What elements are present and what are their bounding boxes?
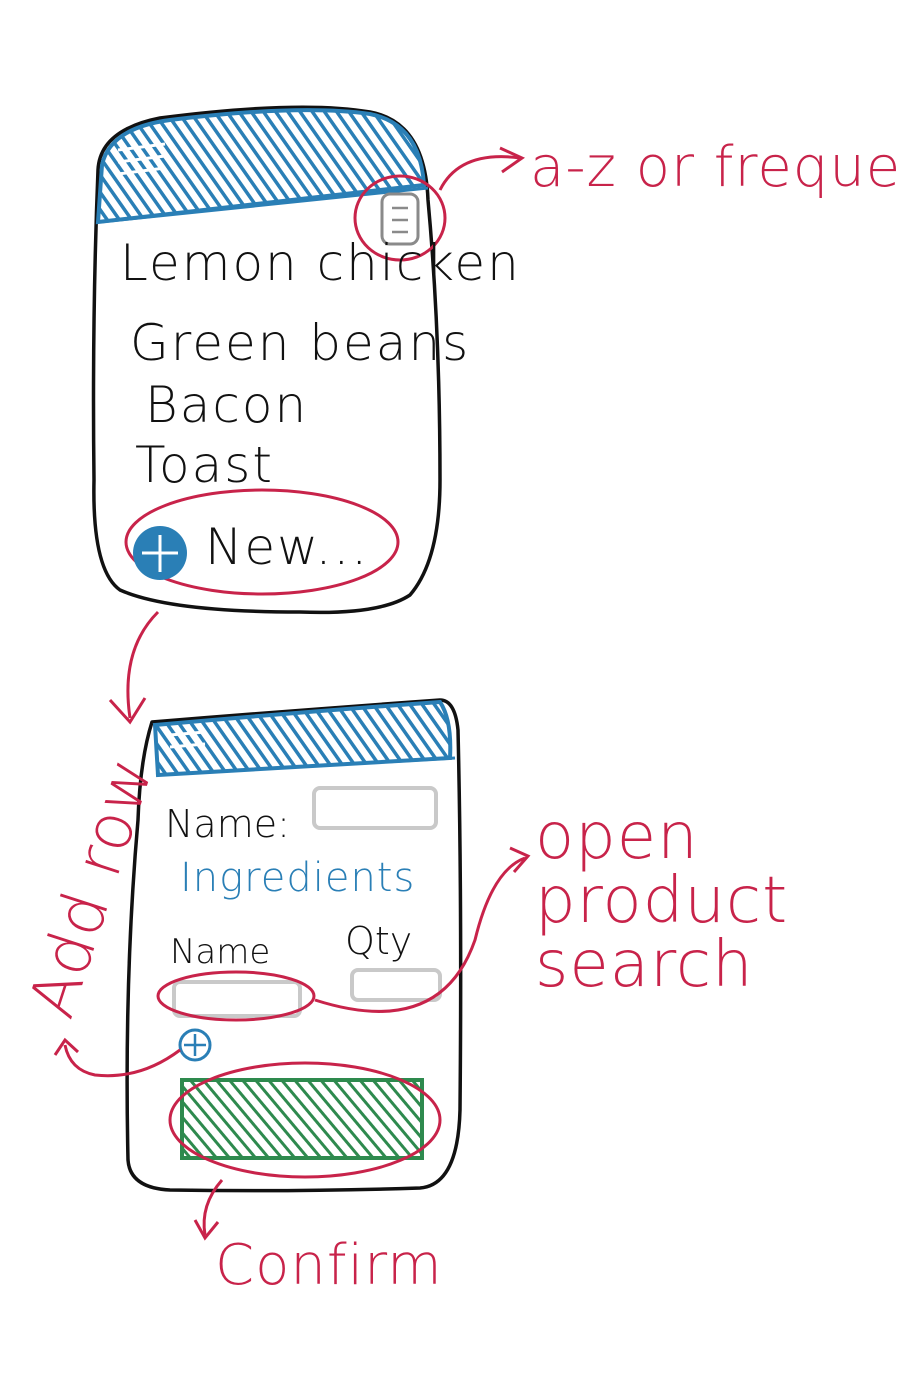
- product-search-annotation-text: open product search: [535, 800, 789, 1002]
- sort-list-icon[interactable]: [380, 192, 420, 246]
- confirm-annotation-circle: [168, 1061, 442, 1179]
- confirm-button[interactable]: [180, 1078, 424, 1160]
- sort-annotation-circle: [353, 174, 447, 262]
- confirm-annotation-text: Confirm: [215, 1233, 443, 1298]
- new-item-label[interactable]: New...: [205, 518, 370, 576]
- screen1-phone: [91, 105, 442, 615]
- recipe-name-label: Name:: [165, 802, 290, 846]
- list-item-2[interactable]: Green beans: [130, 314, 471, 372]
- confirm-arrowhead: [193, 1219, 220, 1241]
- ingredient-qty-field[interactable]: [350, 968, 442, 1002]
- add-row-arrowhead: [53, 1037, 80, 1056]
- list-item-1[interactable]: Lemon chicken: [120, 234, 521, 292]
- new-annotation-circle: [124, 488, 400, 596]
- add-row-arrow: [63, 1044, 181, 1078]
- flow-arrow: [126, 610, 160, 719]
- product-search-arrow: [314, 856, 526, 1013]
- ingredient-qty-header: Qty: [345, 919, 413, 963]
- product-search-arrowhead: [509, 846, 531, 873]
- add-new-button-icon[interactable]: [133, 526, 187, 580]
- ingredient-name-header: Name: [170, 932, 271, 972]
- ingredient-name-field[interactable]: [172, 980, 302, 1018]
- sort-annotation-arrow: [438, 155, 521, 191]
- confirm-arrow: [202, 1179, 224, 1236]
- flow-arrowhead: [108, 697, 147, 725]
- recipe-name-field[interactable]: [312, 786, 438, 830]
- sort-arrowhead: [499, 146, 526, 174]
- screen2-header: [152, 699, 456, 778]
- list-item-3[interactable]: Bacon: [145, 376, 309, 434]
- add-row-button-icon[interactable]: [178, 1028, 212, 1062]
- screen2-phone: [125, 698, 463, 1193]
- ingredient-annotation-circle: [156, 970, 316, 1022]
- ingredients-title: Ingredients: [180, 855, 416, 901]
- list-item-4[interactable]: Toast: [135, 436, 274, 494]
- screen1-header: [95, 108, 429, 225]
- sort-annotation-text: a-z or frequency: [530, 135, 900, 200]
